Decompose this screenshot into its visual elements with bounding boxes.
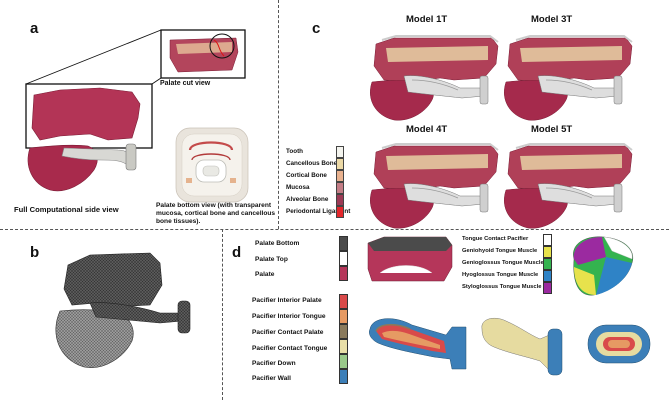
side-view-label: Full Computational side view — [14, 205, 119, 214]
legend-pacifier-interior-palate-label: Pacifier Interior Palate — [252, 297, 322, 304]
swatch-hyoglossus — [543, 270, 552, 282]
panel-c-legend: Tooth Cancellous Bone Cortical Bone Muco… — [286, 148, 352, 218]
panel-d-letter: d — [232, 244, 242, 261]
legend-pdl-label: Periodontal Ligament — [286, 208, 351, 215]
legend-mucosa-label: Mucosa — [286, 184, 310, 191]
swatch-mucosa — [336, 182, 344, 194]
model-1t-title: Model 1T — [406, 14, 448, 25]
swatch-palate — [339, 266, 348, 281]
legend-alveolar-label: Alveolar Bone — [286, 196, 329, 203]
swatch-pacifier-down — [339, 354, 348, 369]
legend-geniohyoid-label: Geniohyoid Tongue Muscle — [462, 248, 538, 254]
vertical-divider — [278, 0, 279, 229]
panel-c-letter: c — [312, 20, 321, 37]
legend-palate-bottom-label: Palate Bottom — [255, 240, 300, 247]
swatch-pdl — [336, 206, 344, 218]
swatch-contact-palate — [339, 324, 348, 339]
legend-styloglossus-label: Styloglossus Tongue Muscle — [462, 284, 542, 290]
vertical-divider-lower — [222, 229, 223, 400]
swatch-styloglossus — [543, 282, 552, 294]
legend-palate-label: Palate — [255, 271, 275, 278]
palate-cut-view-label: Palate cut view — [160, 80, 211, 87]
swatch-contact-tongue — [339, 339, 348, 354]
legend-pacifier-contact-palate-label: Pacifier Contact Palate — [252, 329, 324, 336]
panel-b-letter: b — [30, 244, 40, 261]
model-5t-title: Model 5T — [531, 124, 573, 135]
legend-hyoglossus-label: Hyoglossus Tongue Muscle — [462, 272, 539, 278]
palate-colorbar — [339, 236, 348, 282]
model-3t-title: Model 3T — [531, 14, 573, 25]
panel-b-mesh-figure — [55, 252, 191, 368]
tongue-colorbar — [543, 234, 552, 294]
legend-tongue-contact-label: Tongue Contact Pacifier — [462, 236, 529, 242]
swatch-palate-top — [339, 251, 348, 266]
swatch-interior-tongue — [339, 309, 348, 324]
swatch-genioglossus — [543, 258, 552, 270]
pacifier-colorbar — [339, 294, 348, 384]
swatch-alveolar — [336, 194, 344, 206]
swatch-palate-bottom — [339, 236, 348, 251]
bottom-view-label: Palate bottom view (with transparent muc… — [156, 202, 276, 225]
swatch-interior-palate — [339, 294, 348, 309]
legend-palate-top-label: Palate Top — [255, 256, 288, 263]
legend-pacifier-wall-label: Pacifier Wall — [252, 375, 291, 382]
swatch-tongue-contact — [543, 234, 552, 246]
panel-c-colorbar — [336, 146, 344, 218]
swatch-cancellous — [336, 158, 344, 170]
horizontal-divider — [0, 229, 669, 230]
swatch-geniohyoid — [543, 246, 552, 258]
panel-a-figure — [25, 29, 249, 203]
legend-cancellous-label: Cancellous Bone — [286, 160, 338, 167]
legend-genioglossus-label: Genioglossus Tongue Muscle — [462, 260, 544, 266]
legend-pacifier-interior-tongue-label: Pacifier Interior Tongue — [252, 313, 326, 320]
panel-d-figures — [367, 236, 651, 376]
panel-a-letter: a — [30, 20, 39, 37]
legend-tooth-label: Tooth — [286, 148, 304, 155]
legend-pacifier-down-label: Pacifier Down — [252, 360, 296, 367]
legend-pacifier-contact-tongue-label: Pacifier Contact Tongue — [252, 345, 328, 352]
swatch-pacifier-wall — [339, 369, 348, 384]
swatch-tooth — [336, 146, 344, 158]
model-4t-title: Model 4T — [406, 124, 448, 135]
swatch-cortical — [336, 170, 344, 182]
legend-cortical-label: Cortical Bone — [286, 172, 327, 179]
